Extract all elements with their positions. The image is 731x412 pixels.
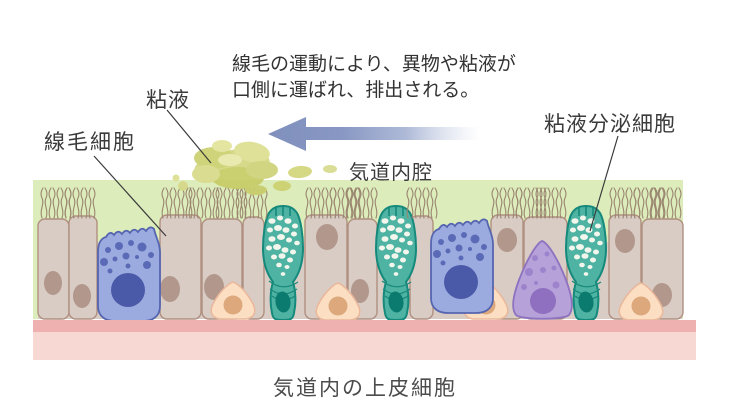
description-text: 線毛の運動により、異物や粘液が 口側に運ばれ、排出される。: [232, 52, 516, 104]
basement-membrane: [33, 320, 696, 332]
pointer-line-mucus: [166, 109, 212, 164]
columnar-cell-nuclei: [44, 224, 672, 308]
ciliated-cell-blue: [430, 218, 494, 314]
label-mucus-secreting-cell: 粘液分泌細胞: [544, 113, 676, 136]
flow-arrow-icon: [268, 117, 480, 151]
submucosa: [33, 332, 696, 360]
description-line1: 線毛の運動により、異物や粘液が: [232, 54, 516, 75]
pointer-line-mucus-secreting-cell: [589, 135, 619, 232]
label-ciliated-cell: 線毛細胞: [44, 131, 136, 154]
label-mucus: 粘液: [146, 89, 190, 112]
pointer-line-ciliated-cell: [93, 155, 167, 237]
mucus-blob: [172, 140, 337, 195]
figure-caption: 気道内の上皮細胞: [273, 377, 457, 400]
ciliated-cell-blue: [97, 226, 161, 322]
purple-secretory-cell: [512, 240, 573, 320]
label-airway-lumen: 気道内腔: [349, 162, 433, 184]
description-line2: 口側に運ばれ、排出される。: [232, 80, 480, 101]
